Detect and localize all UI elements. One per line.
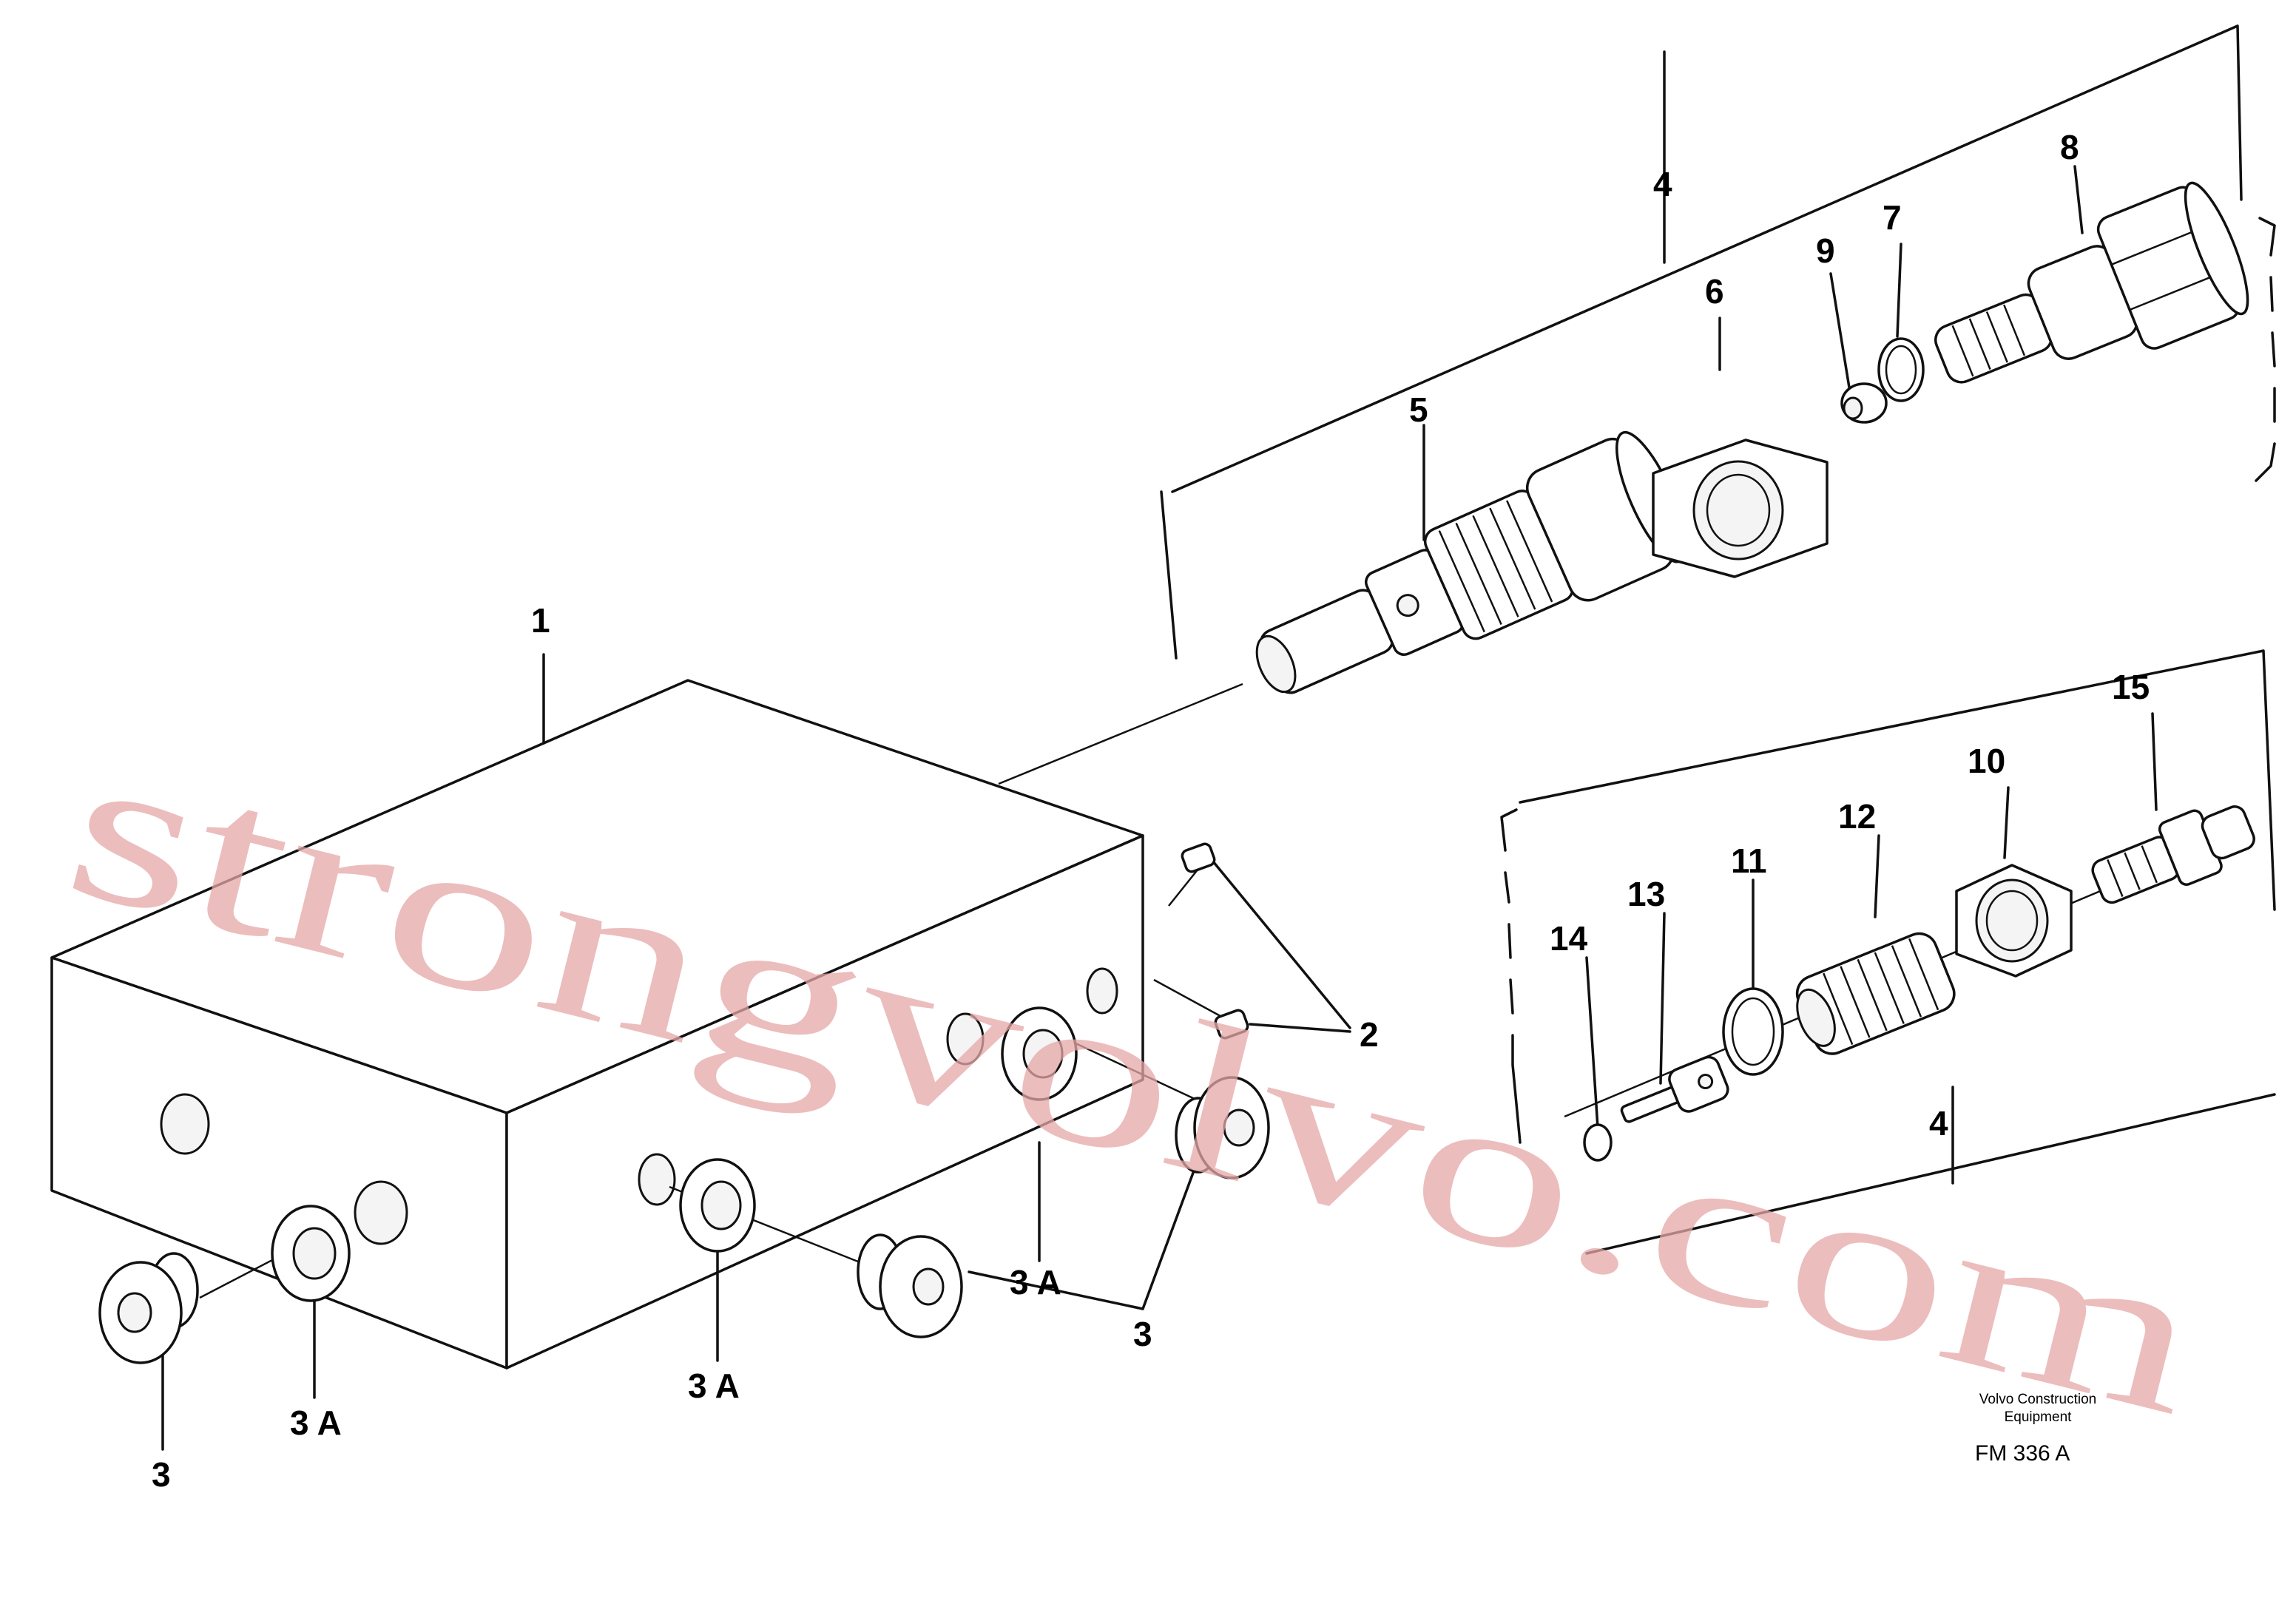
callout-15: 15 — [2112, 668, 2150, 706]
port-hole — [160, 1093, 210, 1155]
port-hole — [1086, 967, 1118, 1015]
hex-nut-6 — [1652, 439, 1829, 578]
callout-1: 1 — [531, 601, 550, 640]
adjusting-screw-15 — [2091, 805, 2255, 904]
caption-equipment: Equipment — [2005, 1409, 2073, 1425]
o-ring-14 — [1583, 1123, 1613, 1162]
callout-3A-left: 3 A — [290, 1404, 342, 1442]
callout-13: 13 — [1627, 875, 1665, 913]
plug-3-left — [98, 1252, 199, 1364]
plug-9 — [1840, 382, 1888, 424]
pilot-valve-8 — [1934, 181, 2249, 384]
figure-caption: Volvo Construction Equipment FM 336 A — [1975, 1392, 2096, 1466]
callout-12: 12 — [1838, 797, 1876, 836]
callout-6: 6 — [1705, 272, 1724, 311]
figure-code: FM 336 A — [1975, 1441, 2070, 1466]
plug-3-right — [1175, 1076, 1270, 1179]
callout-5: 5 — [1409, 390, 1428, 429]
callout-3A-middle: 3 A — [688, 1367, 740, 1405]
callouts: 1 2 3 3 3 A 3 A 3 A 4 4 5 6 7 8 9 10 11 … — [152, 128, 2150, 1494]
callout-9: 9 — [1816, 231, 1835, 270]
relief-valve-cartridge — [1255, 430, 1687, 694]
callout-4-top: 4 — [1653, 165, 1672, 203]
callout-3A-right: 3 A — [1010, 1263, 1061, 1301]
o-ring-11 — [1722, 987, 1784, 1076]
washer-3A-right — [1001, 1006, 1078, 1101]
callout-7: 7 — [1883, 198, 1902, 237]
washer-3A-middle — [679, 1158, 756, 1253]
callout-4-bottom: 4 — [1929, 1104, 1948, 1142]
plug-2-upper — [1181, 842, 1216, 873]
port-hole — [946, 1012, 985, 1066]
port-hole — [638, 1153, 676, 1206]
callout-14: 14 — [1550, 919, 1588, 958]
spring-cartridge-12 — [1795, 932, 1956, 1055]
o-ring-7 — [1877, 337, 1925, 402]
hex-nut-10 — [1955, 864, 2073, 978]
valve-block — [50, 679, 1144, 1370]
callout-3-right: 3 — [1133, 1315, 1152, 1353]
washer-3A-left — [271, 1205, 351, 1302]
plug-3-middle — [857, 1233, 963, 1338]
callout-8: 8 — [2060, 128, 2079, 166]
plug-2-lower — [1214, 1009, 1249, 1040]
port-hole — [354, 1180, 408, 1245]
callout-11: 11 — [1731, 842, 1767, 880]
caption-company: Volvo Construction — [1979, 1392, 2096, 1407]
callout-2: 2 — [1360, 1015, 1379, 1054]
callout-3-left: 3 — [152, 1455, 171, 1494]
callout-10: 10 — [1968, 742, 2005, 780]
check-valve-13 — [1620, 1055, 1729, 1123]
